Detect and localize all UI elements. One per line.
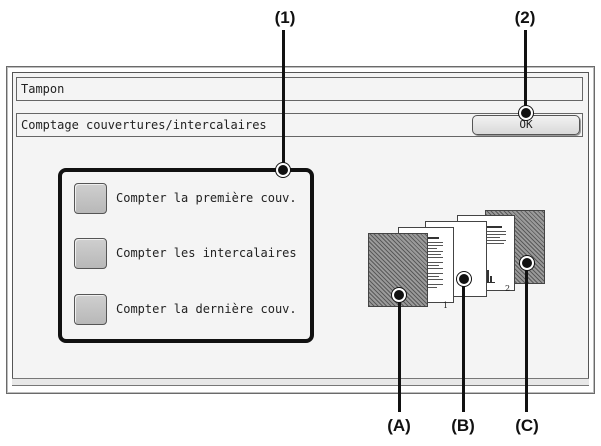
sub-title-text: Comptage couvertures/intercalaires	[21, 118, 267, 132]
callout-a: (A)	[387, 416, 411, 435]
callout-c-line	[525, 262, 528, 412]
panel-bottom-edge	[12, 378, 589, 386]
count-first-cover-label[interactable]: Compter la première couv.	[116, 191, 297, 205]
callout-b-line	[462, 278, 465, 412]
callout-1-line	[282, 30, 285, 170]
callout-c: (C)	[515, 416, 539, 435]
callout-2-line	[524, 30, 527, 112]
count-inserts-label[interactable]: Compter les intercalaires	[116, 246, 297, 260]
title-text: Tampon	[21, 82, 65, 96]
page-number-2: 2	[505, 284, 511, 293]
callout-a-line	[398, 294, 401, 412]
callout-1-dot	[276, 163, 290, 177]
callout-1: (1)	[274, 8, 296, 27]
callout-a-dot	[392, 288, 406, 302]
count-last-cover-label[interactable]: Compter la dernière couv.	[116, 302, 297, 316]
callout-c-dot	[520, 256, 534, 270]
callout-b-dot	[457, 272, 471, 286]
front-cover-sheet	[368, 233, 428, 307]
count-inserts-checkbox[interactable]	[74, 238, 107, 269]
count-first-cover-checkbox[interactable]	[74, 183, 107, 214]
callout-2: (2)	[514, 8, 536, 27]
count-last-cover-checkbox[interactable]	[74, 294, 107, 325]
callout-b: (B)	[451, 416, 475, 435]
document-stack-illustration: 2 1	[365, 205, 550, 310]
callout-2-dot	[519, 106, 533, 120]
page-number-1: 1	[443, 301, 449, 310]
title-bar: Tampon	[16, 77, 583, 101]
